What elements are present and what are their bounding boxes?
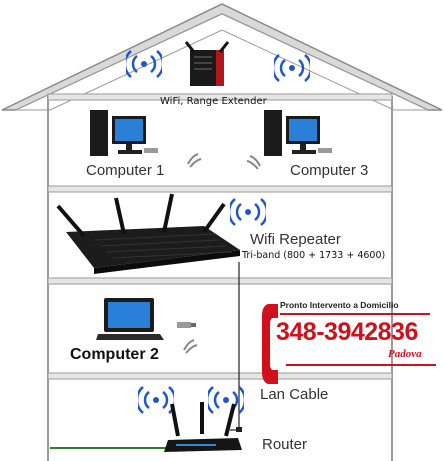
phone-icon <box>262 304 278 384</box>
lan-cable-label: Lan Cable <box>260 386 329 403</box>
wireless-adapter-icon <box>183 339 198 354</box>
phone-ad-rule <box>280 313 430 315</box>
usb-adapter-icon <box>177 322 196 328</box>
phone-ad-city: Padova <box>388 348 422 360</box>
extender-label: WiFi, Range Extender <box>160 96 267 107</box>
wireless-adapter-icon <box>187 153 202 168</box>
triband-label: Tri-band (800 + 1733 + 4600) <box>242 250 386 261</box>
laptop-icon <box>96 298 164 340</box>
phone-ad-header: Pronto Intervento a Domicilio <box>280 300 399 310</box>
wireless-adapter-icon <box>246 155 261 170</box>
range-extender-device <box>184 41 230 86</box>
wifi-repeater-device <box>56 193 240 274</box>
phone-ad-card: Pronto Intervento a Domicilio 348-394283… <box>260 296 442 390</box>
phone-ad-number: 348-3942836 <box>276 318 418 346</box>
repeater-label: Wifi Repeater <box>250 231 341 248</box>
computer-3-label: Computer 3 <box>290 162 369 179</box>
computer-2-label: Computer 2 <box>70 346 159 363</box>
computer-1-label: Computer 1 <box>86 162 165 179</box>
desktop-computer-icon <box>90 110 158 156</box>
wifi-signal-icon <box>126 50 162 78</box>
desktop-computer-icon <box>264 110 332 156</box>
router-device <box>164 402 242 452</box>
phone-ad-underline <box>286 364 436 366</box>
router-label: Router <box>262 436 308 453</box>
wifi-signal-icon <box>138 386 174 414</box>
wifi-signal-icon <box>230 198 266 226</box>
wifi-signal-icon <box>274 54 310 82</box>
